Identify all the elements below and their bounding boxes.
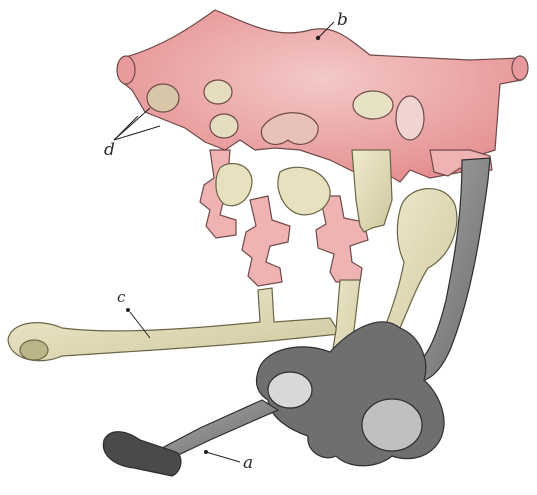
grey-ring-hole (268, 372, 312, 408)
pink-lobe-1 (147, 84, 179, 112)
label-c: c (117, 290, 125, 305)
pink-branch-mid (242, 196, 290, 286)
pink-left-stub (117, 56, 135, 84)
pink-lobe-4 (353, 91, 393, 119)
pink-lobe-3 (210, 114, 238, 138)
label-b: b (337, 12, 348, 29)
label-d: d (104, 142, 115, 159)
pink-lobe-2 (204, 80, 232, 104)
pointer-a (206, 452, 240, 462)
cream-lobe-b (278, 167, 330, 215)
cream-trunk-end (20, 340, 48, 360)
label-a: a (243, 455, 253, 472)
pointer-a-dot (204, 450, 208, 454)
pink-right-stub (512, 56, 528, 80)
pointer-c-dot (126, 308, 130, 312)
grey-cluster-lobe (362, 399, 422, 451)
pink-lobe-5 (396, 96, 424, 140)
grey-handle (103, 432, 181, 476)
grey-arm (162, 400, 278, 458)
pointer-b-dot (316, 36, 320, 40)
cream-column (352, 150, 392, 232)
cream-lobe-a (216, 164, 252, 206)
